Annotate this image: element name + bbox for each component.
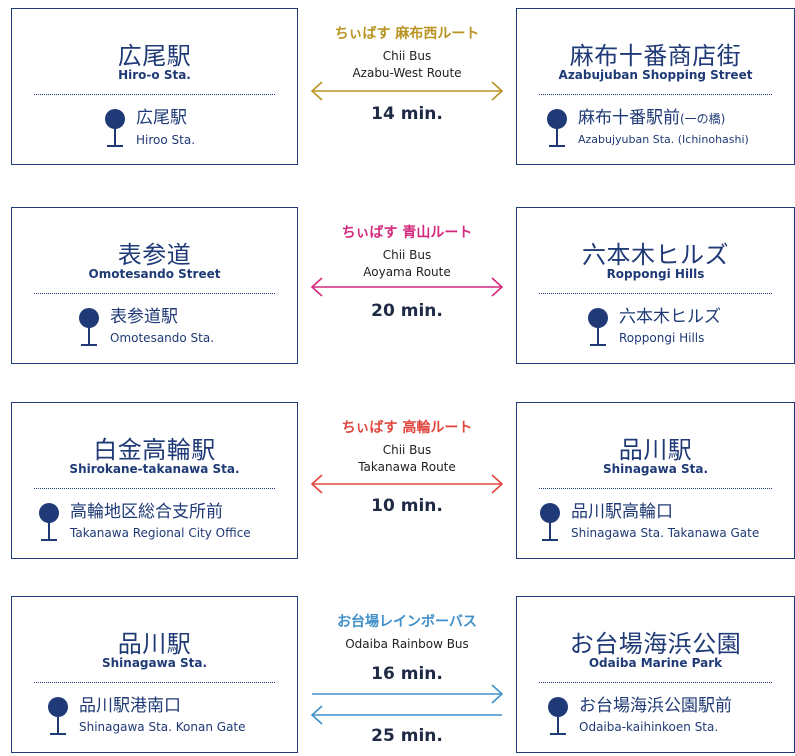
route-title: ちぃばす 青山ルート bbox=[341, 225, 473, 241]
origin-card: 白金高輪駅 Shirokane-takanawa Sta. 高輪地区総合支所前 … bbox=[11, 402, 298, 559]
route-row-odaiba-rainbow: 品川駅 Shinagawa Sta. 品川駅港南口 Shinagawa Sta.… bbox=[0, 596, 795, 756]
destination-card: お台場海浜公園 Odaiba Marine Park お台場海浜公園駅前 Oda… bbox=[516, 596, 795, 753]
origin-card: 表参道 Omotesando Street 表参道駅 Omotesando St… bbox=[11, 207, 298, 364]
origin-place-ja: 品川駅 bbox=[117, 630, 192, 658]
origin-card: 品川駅 Shinagawa Sta. 品川駅港南口 Shinagawa Sta.… bbox=[11, 596, 298, 753]
origin-stop-en: Omotesando Sta. bbox=[110, 331, 215, 345]
destination-stop-ja-suffix: (一の橋) bbox=[680, 112, 726, 126]
dotted-divider bbox=[539, 94, 772, 95]
bus-stop-pin-icon bbox=[78, 308, 100, 348]
dotted-divider bbox=[34, 94, 275, 95]
origin-stop-en: Hiroo Sta. bbox=[136, 133, 196, 147]
route-row-azabu-west: 広尾駅 Hiro-o Sta. 広尾駅 Hiroo Sta. ちぃばす 麻布西ル… bbox=[0, 8, 795, 168]
dotted-divider bbox=[34, 293, 275, 294]
destination-place-en: Shinagawa Sta. bbox=[602, 462, 709, 476]
destination-place-en: Azabujuban Shopping Street bbox=[558, 68, 753, 82]
origin-card: 広尾駅 Hiro-o Sta. 広尾駅 Hiroo Sta. bbox=[11, 8, 298, 165]
destination-place-ja: 品川駅 bbox=[618, 436, 693, 464]
destination-card: 麻布十番商店街 Azabujuban Shopping Street 麻布十番駅… bbox=[516, 8, 795, 165]
destination-place-en: Roppongi Hills bbox=[606, 267, 705, 281]
origin-place-ja: 広尾駅 bbox=[117, 42, 192, 70]
origin-stop-ja: 高輪地区総合支所前 bbox=[70, 502, 223, 522]
origin-place-ja: 白金高輪駅 bbox=[93, 436, 216, 464]
route-title: ちぃばす 麻布西ルート bbox=[334, 26, 480, 42]
origin-stop-en: Takanawa Regional City Office bbox=[70, 526, 251, 540]
destination-stop-en: Shinagawa Sta. Takanawa Gate bbox=[571, 526, 760, 540]
origin-place-en: Omotesando Street bbox=[88, 267, 221, 281]
right-arrow-icon bbox=[312, 684, 504, 704]
destination-card: 品川駅 Shinagawa Sta. 品川駅高輪口 Shinagawa Sta.… bbox=[516, 402, 795, 559]
double-arrow-icon bbox=[310, 81, 504, 101]
destination-stop-en: Odaiba-kaihinkoen Sta. bbox=[579, 720, 719, 734]
destination-place-ja: 六本木ヒルズ bbox=[582, 241, 729, 269]
origin-place-en: Shirokane-takanawa Sta. bbox=[69, 462, 240, 476]
bus-stop-pin-icon bbox=[546, 109, 568, 149]
destination-stop-ja: 六本木ヒルズ bbox=[619, 307, 721, 327]
bus-stop-pin-icon bbox=[587, 308, 609, 348]
destination-stop-en: Azabujyuban Sta. (Ichinohashi) bbox=[578, 133, 749, 146]
route-row-aoyama: 表参道 Omotesando Street 表参道駅 Omotesando St… bbox=[0, 207, 795, 367]
dotted-divider bbox=[539, 488, 772, 489]
route-row-takanawa: 白金高輪駅 Shirokane-takanawa Sta. 高輪地区総合支所前 … bbox=[0, 402, 795, 562]
destination-stop-en: Roppongi Hills bbox=[619, 331, 705, 345]
destination-stop-ja: お台場海浜公園駅前 bbox=[579, 696, 732, 716]
dotted-divider bbox=[34, 488, 275, 489]
route-connector: お台場レインボーバス Odaiba Rainbow Bus 16 min. 25… bbox=[298, 596, 516, 753]
destination-card: 六本木ヒルズ Roppongi Hills 六本木ヒルズ Roppongi Hi… bbox=[516, 207, 795, 364]
route-name-en: Odaiba Rainbow Bus bbox=[345, 637, 469, 651]
travel-time-return: 25 min. bbox=[371, 726, 443, 746]
dotted-divider bbox=[539, 293, 772, 294]
route-title: ちぃばす 高輪ルート bbox=[341, 420, 473, 436]
destination-place-ja: お台場海浜公園 bbox=[569, 630, 742, 658]
origin-stop-en: Shinagawa Sta. Konan Gate bbox=[79, 720, 246, 734]
double-arrow-icon bbox=[310, 474, 504, 494]
destination-place-ja: 麻布十番商店街 bbox=[569, 42, 742, 70]
destination-stop-ja: 麻布十番駅前 bbox=[578, 108, 680, 128]
left-arrow-icon bbox=[310, 705, 502, 725]
route-title: お台場レインボーバス bbox=[337, 614, 477, 630]
origin-stop-ja: 表参道駅 bbox=[110, 307, 178, 327]
destination-place-en: Odaiba Marine Park bbox=[588, 656, 723, 670]
bus-stop-pin-icon bbox=[38, 503, 60, 543]
origin-stop-ja: 品川駅港南口 bbox=[79, 696, 181, 716]
origin-stop-ja: 広尾駅 bbox=[136, 108, 187, 128]
travel-time: 20 min. bbox=[371, 301, 443, 321]
bus-stop-pin-icon bbox=[547, 697, 569, 737]
dotted-divider bbox=[539, 682, 772, 683]
double-arrow-icon bbox=[310, 277, 504, 297]
origin-place-ja: 表参道 bbox=[117, 241, 192, 269]
destination-stop-ja: 品川駅高輪口 bbox=[571, 502, 673, 522]
origin-place-en: Hiro-o Sta. bbox=[118, 68, 191, 82]
travel-time: 10 min. bbox=[371, 496, 443, 516]
travel-time-outbound: 16 min. bbox=[371, 664, 443, 684]
origin-place-en: Shinagawa Sta. bbox=[101, 656, 208, 670]
dotted-divider bbox=[34, 682, 275, 683]
bus-stop-pin-icon bbox=[539, 503, 561, 543]
travel-time: 14 min. bbox=[371, 104, 443, 124]
bus-stop-pin-icon bbox=[104, 109, 126, 149]
bus-stop-pin-icon bbox=[47, 697, 69, 737]
